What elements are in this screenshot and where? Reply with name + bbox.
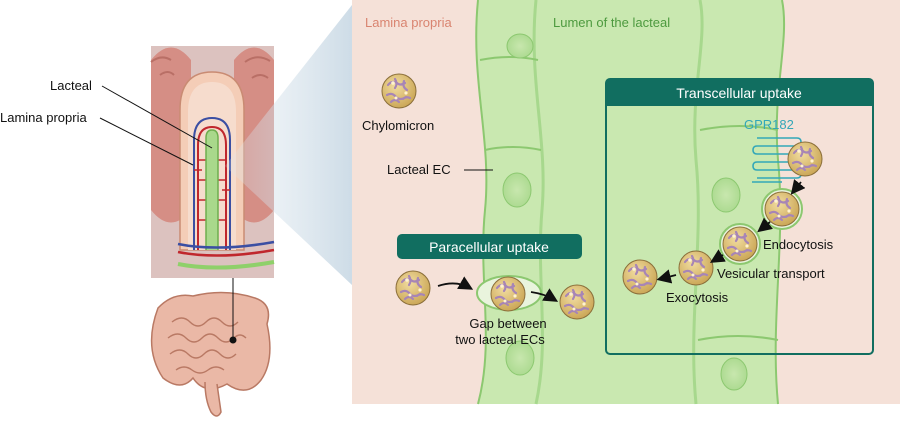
- intestine-illustration: [150, 278, 271, 417]
- lacteal-ec-label: Lacteal EC: [387, 162, 451, 177]
- lamina-propria-panel-label: Lamina propria: [365, 15, 452, 30]
- vesicular-transport-label: Vesicular transport: [717, 266, 825, 281]
- lacteal-detail-panel: [352, 0, 900, 405]
- chylomicron-particle: [380, 72, 418, 110]
- villus-inset: [150, 46, 275, 278]
- chylomicron-particle: [677, 249, 715, 287]
- chylomicron-particle: [558, 283, 596, 321]
- exocytosis-label: Exocytosis: [666, 290, 729, 305]
- endocytosis-label: Endocytosis: [763, 237, 834, 252]
- transcellular-title-box: [606, 79, 873, 106]
- lamina-propria-label: Lamina propria: [0, 110, 87, 125]
- paracellular-title-box: [397, 234, 582, 259]
- gap-label-line1: Gap between: [469, 316, 546, 331]
- lacteal-label: Lacteal: [50, 78, 92, 93]
- chylomicron-label: Chylomicron: [362, 118, 434, 133]
- chylomicron-particle: [786, 140, 824, 178]
- chylomicron-particle: [394, 269, 432, 307]
- gap-label-line2: two lacteal ECs: [455, 332, 545, 347]
- lumen-label: Lumen of the lacteal: [553, 15, 670, 30]
- chylomicron-particle: [621, 258, 659, 296]
- paracellular-title: Paracellular uptake: [429, 239, 549, 255]
- chylomicron-particle: [721, 225, 759, 263]
- gpr182-label: GPR182: [744, 117, 794, 132]
- chylomicron-particle: [489, 275, 527, 313]
- transcellular-title: Transcellular uptake: [676, 85, 802, 101]
- chylomicron-particle: [763, 190, 801, 228]
- zoom-beam: [225, 5, 352, 285]
